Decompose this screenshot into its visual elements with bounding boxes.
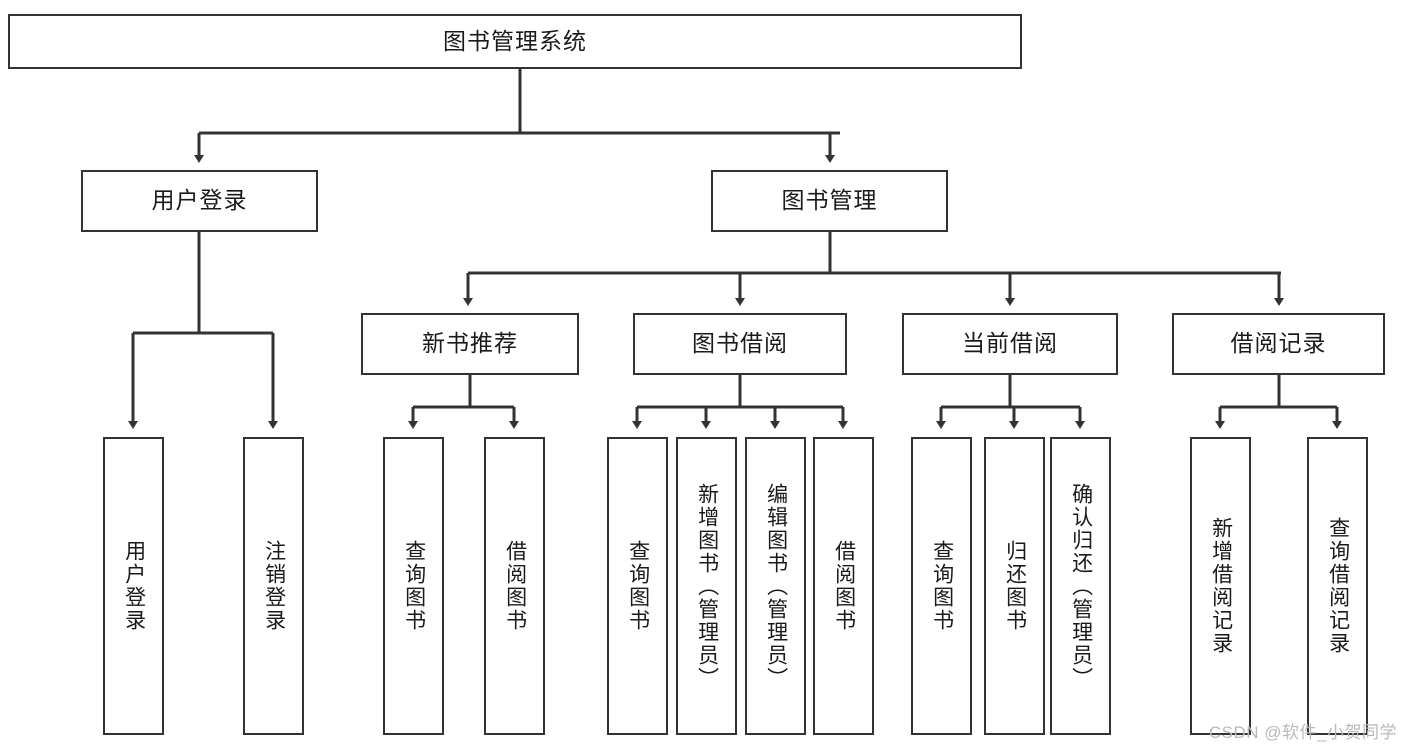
leaf-borrow-book-recommend[interactable]: 借阅图书 xyxy=(484,437,545,735)
node-label: 用户登录 xyxy=(151,187,248,214)
leaf-user-login[interactable]: 用户登录 xyxy=(103,437,164,735)
node-label: 用户登录 xyxy=(122,540,146,632)
node-current-borrow[interactable]: 当前借阅 xyxy=(902,313,1118,375)
leaf-confirm-return-admin[interactable]: 确认归还（管理员） xyxy=(1050,437,1111,735)
node-root-system[interactable]: 图书管理系统 xyxy=(8,14,1022,69)
node-label: 新增借阅记录 xyxy=(1209,517,1233,655)
node-label: 图书管理 xyxy=(781,187,878,214)
leaf-query-book-current[interactable]: 查询图书 xyxy=(911,437,972,735)
node-label: 归还图书 xyxy=(1003,540,1027,632)
node-label: 借阅记录 xyxy=(1230,330,1327,357)
leaf-add-borrow-record[interactable]: 新增借阅记录 xyxy=(1190,437,1251,735)
node-label: 借阅图书 xyxy=(832,540,856,632)
node-label: 查询图书 xyxy=(930,540,954,632)
node-label: 确认归还（管理员） xyxy=(1069,482,1093,690)
leaf-edit-book-admin[interactable]: 编辑图书（管理员） xyxy=(745,437,806,735)
node-label: 注销登录 xyxy=(262,540,286,632)
leaf-add-book-admin[interactable]: 新增图书（管理员） xyxy=(676,437,737,735)
node-label: 新书推荐 xyxy=(422,330,518,357)
leaf-query-book-borrow[interactable]: 查询图书 xyxy=(607,437,668,735)
node-book-management[interactable]: 图书管理 xyxy=(711,170,948,232)
node-new-book-recommend[interactable]: 新书推荐 xyxy=(361,313,579,375)
node-label: 查询图书 xyxy=(402,540,426,632)
node-label: 图书借阅 xyxy=(692,330,788,357)
watermark-text: CSDN @软件_小贺同学 xyxy=(1208,723,1397,742)
node-borrow-record[interactable]: 借阅记录 xyxy=(1172,313,1385,375)
leaf-query-borrow-record[interactable]: 查询借阅记录 xyxy=(1307,437,1368,735)
leaf-logout[interactable]: 注销登录 xyxy=(243,437,304,735)
node-label: 编辑图书（管理员） xyxy=(764,482,788,690)
node-user-login[interactable]: 用户登录 xyxy=(81,170,318,232)
node-label: 查询借阅记录 xyxy=(1326,517,1350,655)
node-label: 图书管理系统 xyxy=(443,27,587,54)
leaf-return-book[interactable]: 归还图书 xyxy=(984,437,1045,735)
leaf-query-book-recommend[interactable]: 查询图书 xyxy=(383,437,444,735)
node-book-borrow[interactable]: 图书借阅 xyxy=(633,313,847,375)
node-label: 借阅图书 xyxy=(503,540,527,632)
node-label: 新增图书（管理员） xyxy=(695,482,719,690)
node-label: 查询图书 xyxy=(626,540,650,632)
node-label: 当前借阅 xyxy=(962,330,1058,357)
leaf-borrow-book[interactable]: 借阅图书 xyxy=(813,437,874,735)
